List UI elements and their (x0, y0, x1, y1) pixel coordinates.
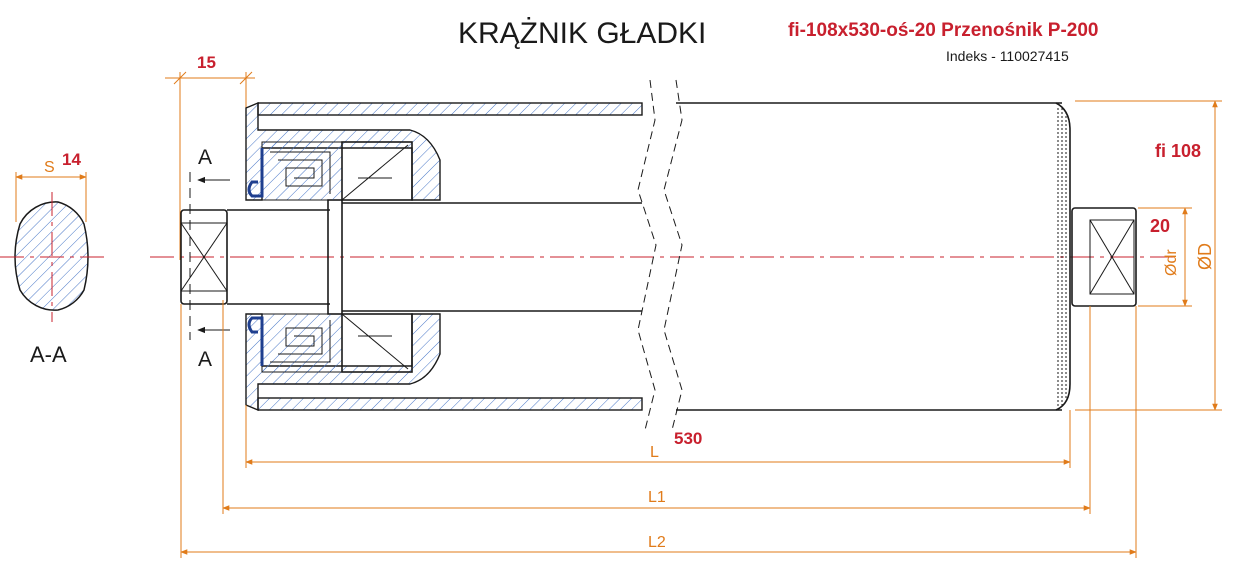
left-shaft-block (180, 209, 228, 305)
s-value: 14 (62, 150, 81, 169)
offset-tick-left (173, 71, 187, 85)
break-lines (637, 79, 683, 431)
bearing-top (341, 141, 413, 201)
right-shaft-end (1071, 207, 1137, 307)
section-label: A-A (30, 342, 67, 367)
tube-value: fi 108 (1155, 141, 1201, 161)
spec-text: fi-108x530-oś-20 Przenośnik P-200 (788, 20, 1099, 41)
tube-right (676, 102, 1071, 411)
cut-marker-top: A (198, 146, 212, 169)
seal-bearing-bottom (247, 313, 413, 373)
bearing-top-diag (341, 144, 409, 201)
shaft-label: Ødr (1163, 249, 1180, 276)
section-a-a: S 14 A-A (0, 150, 110, 367)
l2-label: L2 (648, 534, 666, 551)
offset-dimension: 15 (165, 53, 255, 260)
labyrinth-bottom (270, 320, 331, 363)
section-cut-markers: A A (189, 146, 230, 371)
bearing-bottom-diag (341, 313, 409, 370)
l-value: 530 (674, 429, 702, 448)
seal-ring-top (247, 148, 264, 198)
right-block-cross-b (1089, 219, 1135, 295)
right-shaft-flat (1089, 219, 1135, 295)
shaft-value: 20 (1150, 216, 1170, 236)
left-shaft-end (180, 209, 228, 305)
shaft-diameter-dimension: 20 Ødr (1138, 207, 1192, 307)
index-text: Indeks - 110027415 (946, 48, 1069, 64)
tube-diameter-dimension: fi 108 ØD (1075, 100, 1222, 411)
labyrinth-top (270, 151, 331, 194)
right-shaft-block (1071, 207, 1137, 307)
break-line-right (663, 79, 683, 431)
l-label: L (650, 444, 659, 461)
left-block-cross-b (180, 222, 228, 292)
drawing-title: KRĄŻNIK GŁADKI (458, 17, 706, 50)
break-line-left (637, 79, 657, 431)
shaft-section-profile (14, 201, 89, 311)
seal-ring-bottom (247, 316, 264, 366)
length-dimensions: L 530 L1 L2 (180, 300, 1137, 558)
tube-wall-top (257, 102, 643, 116)
tube-right-end (1055, 102, 1071, 411)
tube-left-section (245, 101, 643, 412)
s-label: S (44, 159, 55, 176)
l1-label: L1 (648, 489, 666, 506)
tube-wall-bottom (257, 397, 643, 411)
offset-tick-right (239, 71, 253, 85)
bearing-bottom (341, 313, 413, 373)
seal-bearing-top (247, 141, 413, 201)
cut-marker-bottom: A (198, 348, 212, 371)
offset-value: 15 (197, 53, 216, 72)
tube-label: ØD (1195, 243, 1215, 270)
